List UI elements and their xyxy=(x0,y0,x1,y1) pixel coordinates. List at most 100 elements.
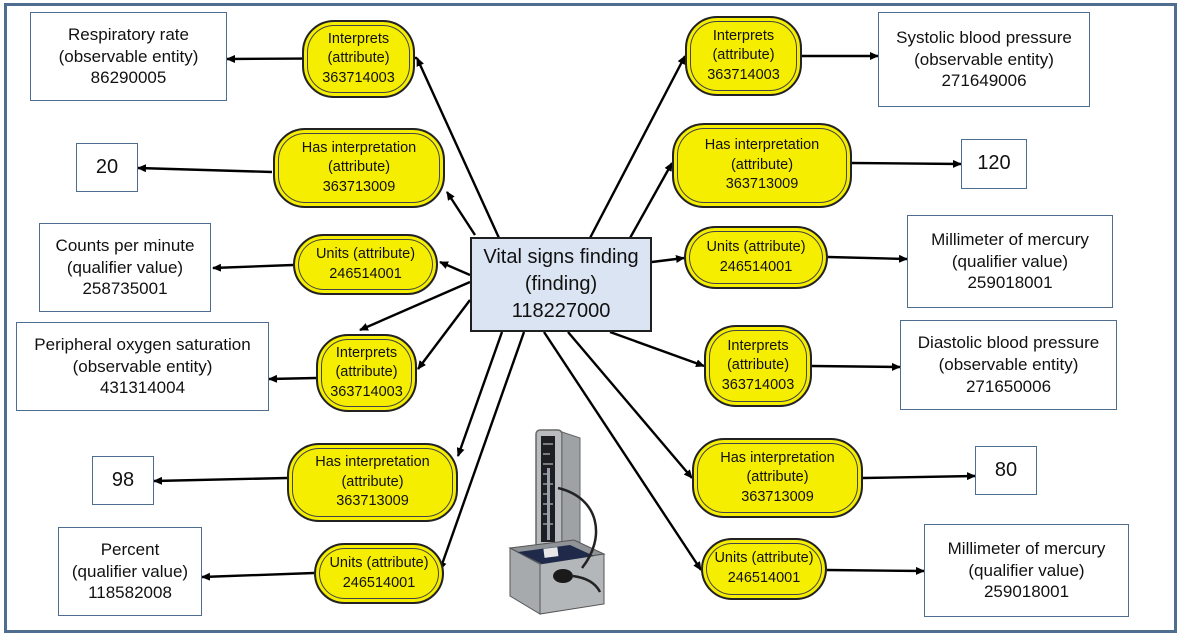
attribute-line: 363713009 xyxy=(336,493,409,510)
attribute-line: (attribute) xyxy=(746,469,809,486)
connector-arrow xyxy=(456,331,504,457)
connector-arrow xyxy=(567,331,693,479)
attribute-line: 363713009 xyxy=(725,176,799,193)
center-line: 118227000 xyxy=(511,300,611,322)
attribute-line: 363713009 xyxy=(741,488,814,505)
target-line: 271649006 xyxy=(941,71,1027,91)
target-line: Diastolic blood pressure xyxy=(917,333,1100,353)
connector-arrow xyxy=(439,260,471,277)
connector-arrow xyxy=(862,472,976,481)
target-line: 86290005 xyxy=(90,68,167,88)
attribute-has-interpretation: Has interpretation (attribute) 363713009 xyxy=(287,443,458,522)
attribute-interprets: Interprets (attribute) 363714003 xyxy=(316,334,417,412)
target-percent: Percent (qualifier value) 118582008 xyxy=(58,527,202,616)
target-millimeter-of-mercury: Millimeter of mercury (qualifier value) … xyxy=(907,215,1113,308)
target-line: (observable entity) xyxy=(938,355,1079,375)
target-value-120: 120 xyxy=(961,139,1027,189)
attribute-units: Units (attribute) 246514001 xyxy=(293,234,438,295)
attribute-line: Units (attribute) xyxy=(329,554,429,571)
attribute-line: Has interpretation xyxy=(704,137,820,154)
attribute-line: (attribute) xyxy=(327,50,390,67)
attribute-line: Units (attribute) xyxy=(714,550,814,567)
target-line: Peripheral oxygen saturation xyxy=(34,334,251,354)
attribute-units: Units (attribute) 246514001 xyxy=(314,543,444,604)
target-respiratory-rate: Respiratory rate (observable entity) 862… xyxy=(30,12,227,101)
attribute-line: 246514001 xyxy=(342,574,416,591)
connector-arrow xyxy=(651,255,685,264)
attribute-has-interpretation: Has interpretation (attribute) 363713009 xyxy=(692,438,863,518)
attribute-line: Has interpretation xyxy=(720,449,835,466)
attribute-line: Interprets xyxy=(327,30,390,47)
connector-arrow xyxy=(628,162,674,239)
attribute-interprets: Interprets (attribute) 363714003 xyxy=(302,20,415,98)
target-line: 20 xyxy=(95,155,119,178)
target-line: (observable entity) xyxy=(58,46,199,66)
target-counts-per-minute: Counts per minute (qualifier value) 2587… xyxy=(39,223,211,312)
center-line: (finding) xyxy=(524,273,598,295)
attribute-interprets: Interprets (attribute) 363714003 xyxy=(685,16,802,96)
target-diastolic-blood-pressure: Diastolic blood pressure (observable ent… xyxy=(900,320,1117,410)
attribute-line: Has interpretation xyxy=(301,139,417,156)
connector-arrow xyxy=(201,571,315,581)
target-value-80: 80 xyxy=(975,446,1037,495)
target-line: 98 xyxy=(111,468,135,491)
connector-arrow xyxy=(851,159,962,168)
sphygmomanometer-icon xyxy=(508,429,606,615)
connector-arrow xyxy=(588,55,687,239)
attribute-line: 246514001 xyxy=(719,258,793,275)
connector-arrow xyxy=(542,331,703,571)
attribute-line: Has interpretation xyxy=(315,454,430,471)
attribute-line: Units (attribute) xyxy=(706,238,806,255)
connector-arrow xyxy=(137,164,273,174)
connector-arrow xyxy=(359,280,471,332)
attribute-line: 246514001 xyxy=(727,570,801,586)
attribute-line: Interprets xyxy=(712,27,775,44)
target-line: 80 xyxy=(994,458,1018,481)
connector-arrow xyxy=(153,476,288,485)
target-line: 259018001 xyxy=(967,273,1053,293)
attribute-has-interpretation: Has interpretation (attribute) 363713009 xyxy=(273,128,445,208)
attribute-line: 363713009 xyxy=(322,178,396,195)
center-concept: Vital signs finding (finding) 118227000 xyxy=(470,237,652,332)
target-line: Counts per minute xyxy=(55,235,195,255)
connector-arrow xyxy=(415,57,501,239)
target-line: (observable entity) xyxy=(72,356,213,376)
target-line: 259018001 xyxy=(983,582,1070,602)
attribute-line: (attribute) xyxy=(341,473,404,490)
attribute-line: Units (attribute) xyxy=(315,245,416,262)
connector-arrow xyxy=(827,254,908,263)
target-line: 431314004 xyxy=(99,378,186,398)
target-peripheral-oxygen-saturation: Peripheral oxygen saturation (observable… xyxy=(16,322,269,411)
attribute-line: 363714003 xyxy=(330,383,403,400)
target-line: (qualifier value) xyxy=(66,257,184,277)
target-line: 258735001 xyxy=(82,279,168,299)
connector-arrow xyxy=(445,191,477,236)
attribute-line: Interprets xyxy=(335,344,398,361)
attribute-line: 363714003 xyxy=(707,66,780,83)
target-line: Millimeter of mercury xyxy=(931,229,1089,249)
target-line: (qualifier value) xyxy=(951,251,1069,271)
connector-arrow xyxy=(212,263,294,272)
target-line: Millimeter of mercury xyxy=(947,538,1106,558)
connector-arrow xyxy=(268,374,317,383)
attribute-line: Interprets xyxy=(727,337,789,354)
target-line: Systolic blood pressure xyxy=(896,27,1072,47)
attribute-line: 246514001 xyxy=(329,265,402,282)
target-line: (qualifier value) xyxy=(968,560,1085,580)
target-line: 120 xyxy=(977,152,1011,175)
attribute-line: (attribute) xyxy=(327,159,391,176)
target-millimeter-of-mercury: Millimeter of mercury (qualifier value) … xyxy=(924,524,1129,617)
target-systolic-blood-pressure: Systolic blood pressure (observable enti… xyxy=(878,12,1090,107)
attribute-line: (attribute) xyxy=(712,47,775,64)
attribute-units: Units (attribute) 246514001 xyxy=(701,538,827,600)
connector-arrow xyxy=(811,362,901,371)
attribute-line: 363714003 xyxy=(322,69,395,86)
target-line: (qualifier value) xyxy=(71,561,189,581)
target-value-98: 98 xyxy=(92,456,154,505)
connector-arrow xyxy=(417,299,471,370)
target-line: 118582008 xyxy=(88,583,172,603)
attribute-units: Units (attribute) 246514001 xyxy=(684,226,828,289)
attribute-interprets: Interprets (attribute) 363714003 xyxy=(704,325,812,407)
attribute-has-interpretation: Has interpretation (attribute) 363713009 xyxy=(672,123,852,208)
